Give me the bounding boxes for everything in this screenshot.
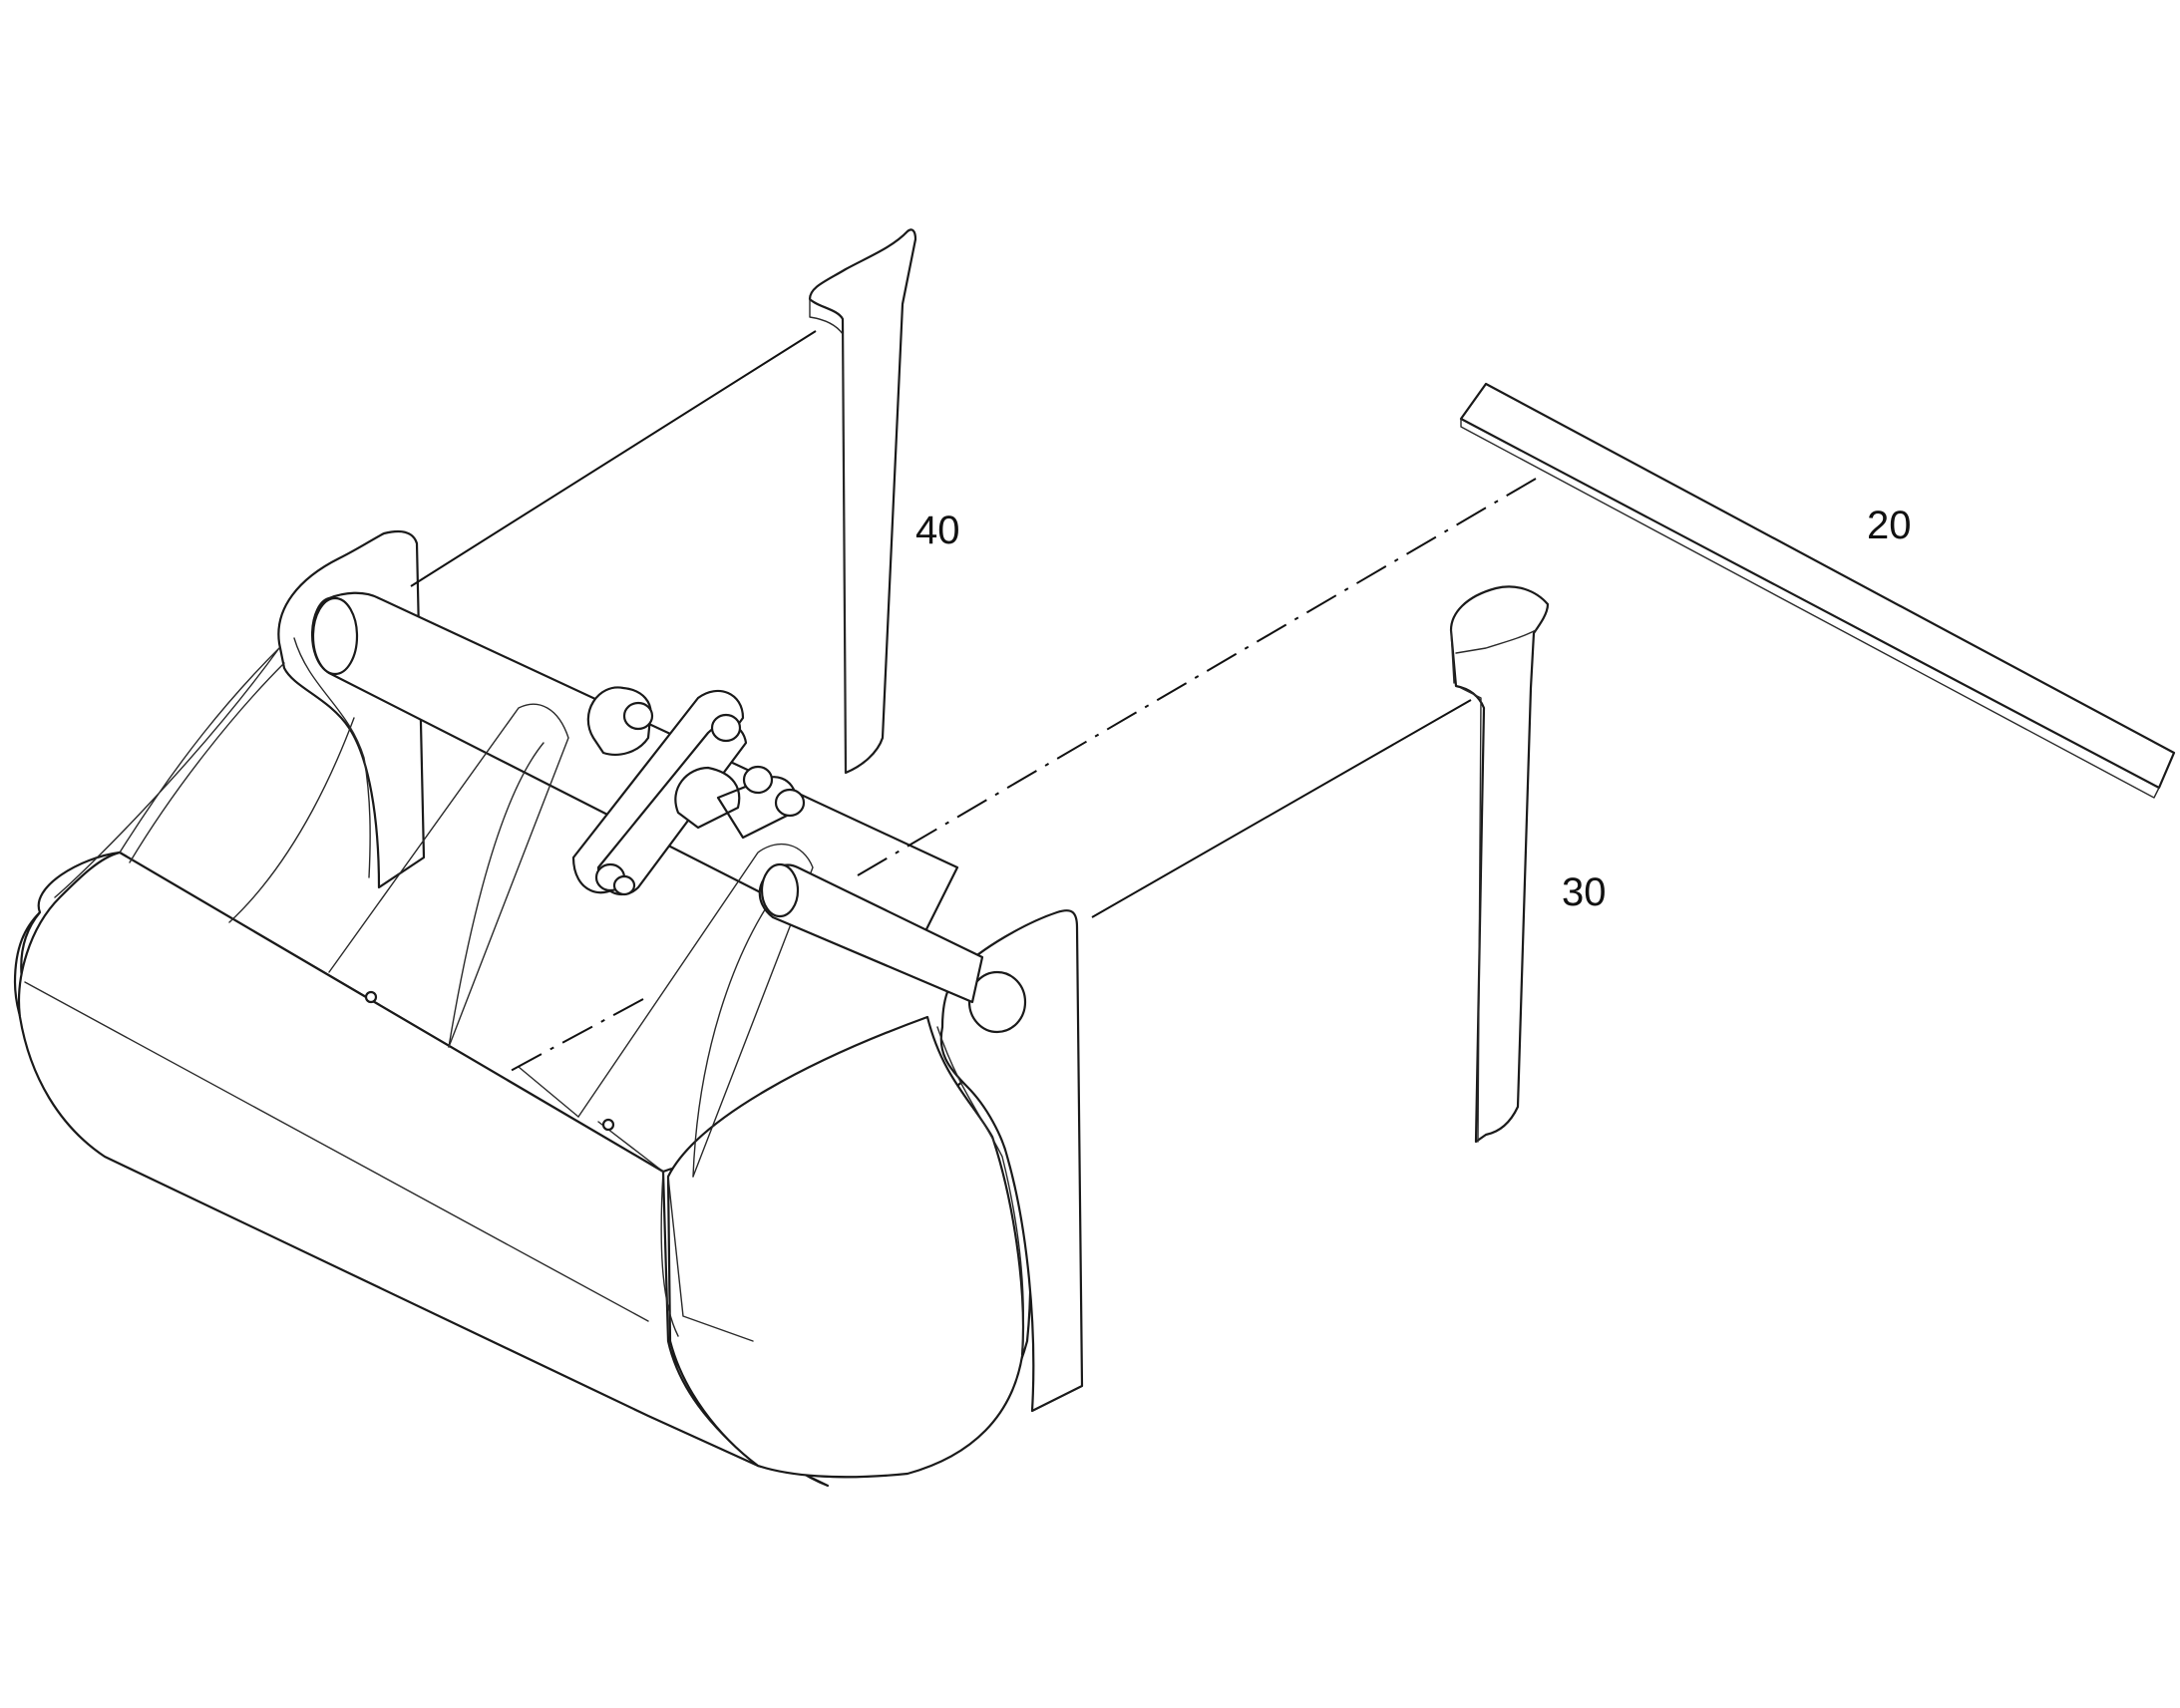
- callout-20: 20: [1867, 504, 1912, 547]
- cutting-edge-thickness: [1460, 418, 2160, 799]
- hitch-hole-2: [710, 713, 742, 743]
- hitch-hole-6: [612, 874, 636, 896]
- bucket-right-side-inner: [936, 1026, 1024, 1352]
- bucket-assembly: [13, 529, 1084, 1488]
- callout-30: 30: [1562, 870, 1607, 914]
- wear-plate-left-edge: [809, 298, 847, 774]
- bolt-right: [601, 1118, 615, 1132]
- hitch-hole-1: [622, 701, 654, 731]
- centerline-cutting-edge: [508, 478, 1537, 1073]
- leader-line-40: [410, 330, 817, 587]
- bolt-left: [364, 990, 378, 1004]
- callout-40: 40: [915, 509, 960, 552]
- bucket-left-end-inner: [293, 637, 371, 878]
- rib-left-inner: [448, 742, 545, 1048]
- hitch-hole-3: [742, 765, 774, 795]
- bucket-right-edge: [660, 1171, 754, 1342]
- bucket-front-lip-line: [24, 981, 649, 1322]
- bucket-right-end-plate: [939, 909, 1084, 1413]
- wear-plate-right: [1449, 585, 1550, 1144]
- pivot-shaft-end-right: [760, 862, 800, 918]
- pivot-shaft-end-left: [311, 596, 359, 676]
- rib-left: [328, 703, 569, 1048]
- rib-right: [577, 843, 814, 1178]
- pivot-boss-right: [967, 970, 1027, 1034]
- hitch-brackets: [571, 686, 806, 896]
- hitch-hole-4: [774, 788, 806, 818]
- bucket-right-side: [666, 1015, 1025, 1479]
- bucket-front-face: [18, 851, 760, 1468]
- cutting-edge-plate: [1459, 382, 2176, 790]
- leader-line-30: [1091, 699, 1472, 918]
- bucket-left-side-curve: [54, 647, 285, 898]
- wear-plate-right-edge: [1450, 629, 1537, 1143]
- wear-plate-left: [808, 228, 917, 775]
